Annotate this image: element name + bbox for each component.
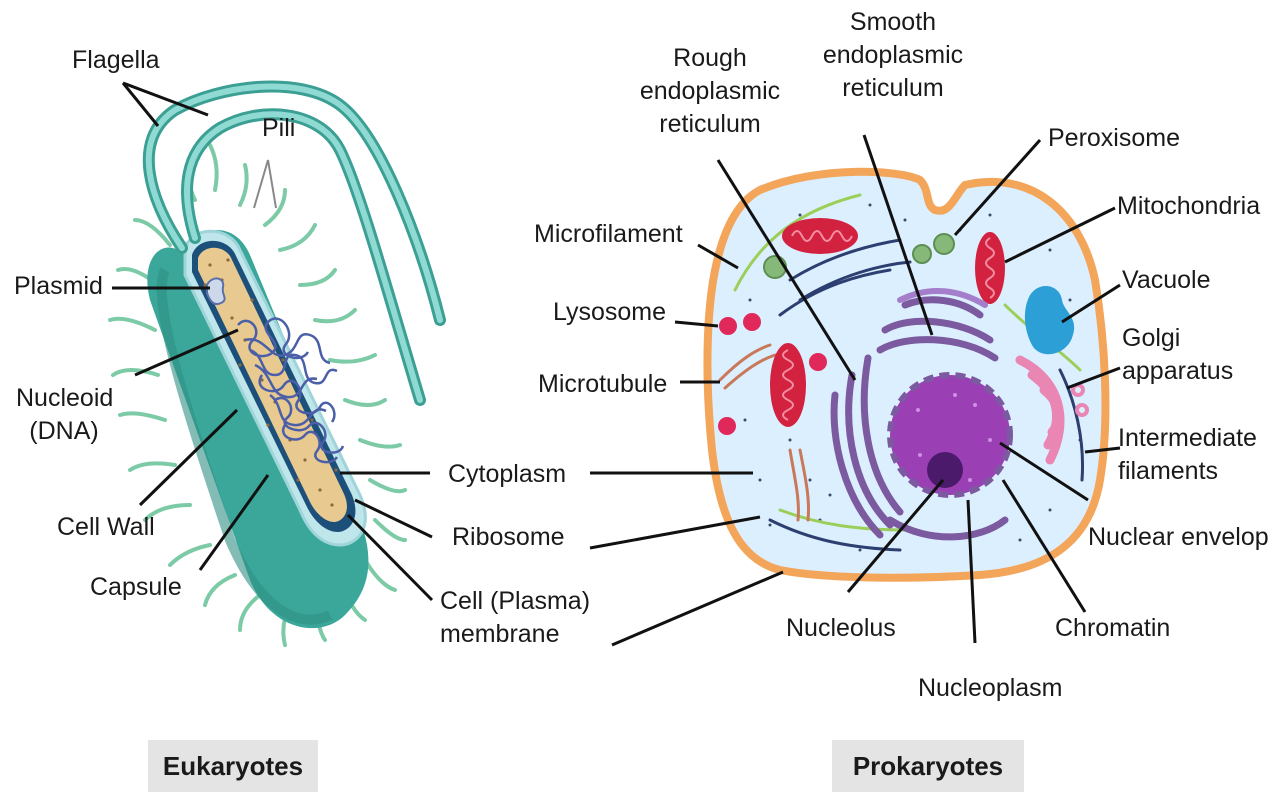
label-smooth-er: Smooth endoplasmic reticulum [808,6,978,105]
label-rough-er-line1: Rough [625,42,795,75]
label-intermediate-line1: Intermediate [1118,422,1257,455]
label-cell-membrane: Cell (Plasma) membrane [440,585,590,651]
label-nucleoid: Nucleoid (DNA) [16,382,112,448]
label-flagella: Flagella [72,44,160,77]
label-cell-wall: Cell Wall [57,511,155,544]
label-vacuole: Vacuole [1122,264,1211,297]
label-golgi-line2: apparatus [1122,355,1233,388]
label-smooth-er-line2: endoplasmic [808,39,978,72]
label-nucleoplasm: Nucleoplasm [918,672,1063,705]
label-nuclear-envelop: Nuclear envelop [1088,521,1269,554]
label-cell-membrane-line1: Cell (Plasma) [440,585,590,618]
label-microtubule: Microtubule [538,368,667,401]
label-golgi: Golgi apparatus [1122,322,1233,388]
label-smooth-er-line1: Smooth [808,6,978,39]
label-cell-membrane-line2: membrane [440,618,590,651]
label-smooth-er-line3: reticulum [808,72,978,105]
label-nucleoid-line1: Nucleoid [16,382,112,415]
label-peroxisome: Peroxisome [1048,122,1180,155]
animal-cell [707,172,1105,578]
plasmid-shape [207,278,225,304]
nucleolus-shape [927,452,963,488]
label-mitochondria: Mitochondria [1117,190,1260,223]
caption-eukaryotes: Eukaryotes [148,740,318,792]
label-lysosome: Lysosome [553,296,666,329]
label-rough-er-line2: endoplasmic [625,75,795,108]
label-rough-er: Rough endoplasmic reticulum [625,42,795,141]
label-plasmid: Plasmid [14,270,103,303]
label-nucleolus: Nucleolus [786,612,896,645]
label-microfilament: Microfilament [534,218,683,251]
label-rough-er-line3: reticulum [625,108,795,141]
label-cytoplasm: Cytoplasm [448,458,566,491]
label-nucleoid-line2: (DNA) [16,415,112,448]
label-pili: Pili [262,112,295,145]
label-chromatin: Chromatin [1055,612,1170,645]
label-intermediate-line2: filaments [1118,455,1257,488]
caption-prokaryotes: Prokaryotes [832,740,1024,792]
label-ribosome: Ribosome [452,521,565,554]
label-golgi-line1: Golgi [1122,322,1233,355]
label-intermediate-filaments: Intermediate filaments [1118,422,1257,488]
label-capsule: Capsule [90,571,182,604]
